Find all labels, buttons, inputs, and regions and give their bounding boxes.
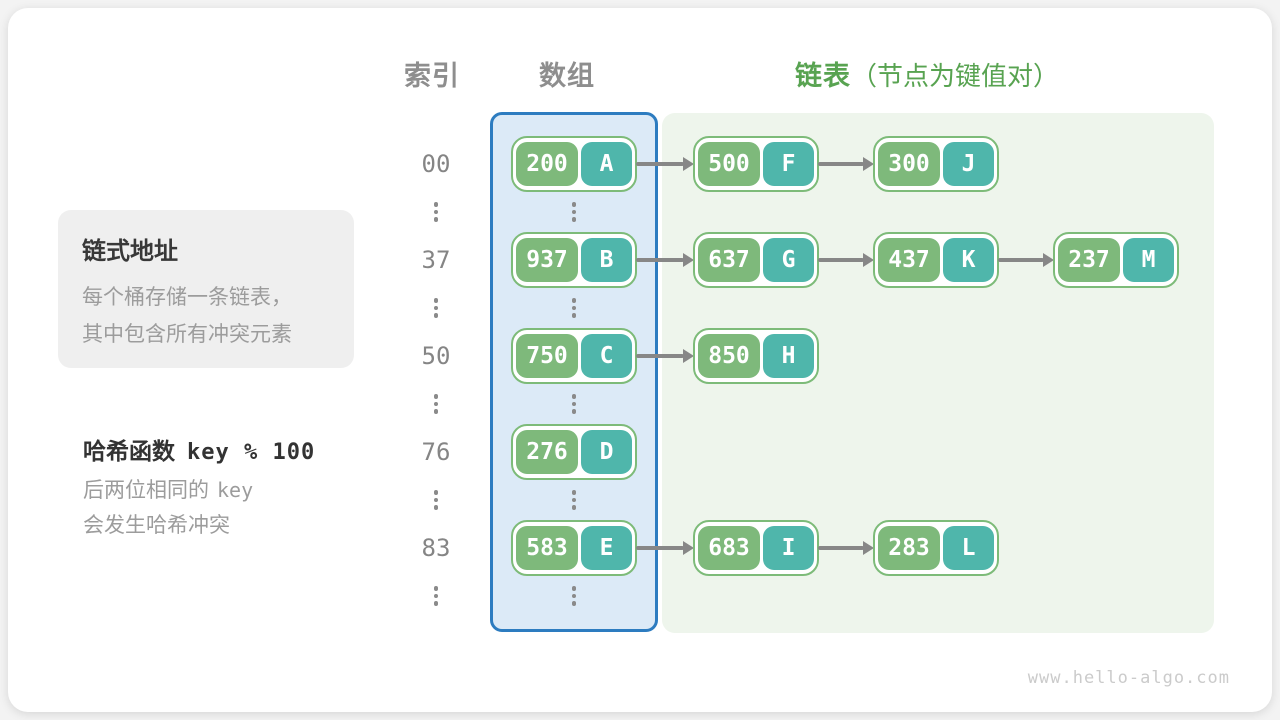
ellipsis-dots-icon [571,490,577,510]
info-box-line: 每个桶存储一条链表， [82,286,292,309]
node-key: 683 [698,526,760,570]
node-key: 583 [516,526,578,570]
arrow-shaft [636,162,684,166]
node-value: D [581,430,632,474]
node-value: C [581,334,632,378]
next-pointer-arrow [636,349,694,363]
list-header-label: 链表 [795,61,851,91]
list-column-header: 链表（节点为键值对） [795,54,1059,93]
key-value-node: 637 G [693,232,819,288]
key-value-node: 276 D [511,424,637,480]
next-pointer-arrow [818,541,874,555]
ellipsis-dots-icon [571,586,577,606]
ellipsis-dots-icon [571,202,577,222]
bucket-index-label: 76 [421,438,451,466]
arrow-shaft [636,546,684,550]
array-column-header: 数组 [539,61,595,91]
node-value: A [581,142,632,186]
arrow-head-icon [683,157,694,171]
watermark: www.hello-algo.com [1027,668,1230,688]
hash-note-line: 后两位相同的 key [83,474,253,504]
ellipsis-dots-icon [433,394,439,414]
node-key: 850 [698,334,760,378]
node-value: I [763,526,814,570]
arrow-shaft [636,258,684,262]
node-key: 437 [878,238,940,282]
node-key: 300 [878,142,940,186]
node-value: M [1123,238,1174,282]
node-value: K [943,238,994,282]
node-key: 500 [698,142,760,186]
next-pointer-arrow [636,253,694,267]
key-value-node: 200 A [511,136,637,192]
node-value: L [943,526,994,570]
arrow-head-icon [863,253,874,267]
ellipsis-dots-icon [433,586,439,606]
index-column-header: 索引 [404,61,460,91]
key-value-node: 937 B [511,232,637,288]
arrow-shaft [818,258,864,262]
key-value-node: 237 M [1053,232,1179,288]
chaining-info-box: 链式地址 每个桶存储一条链表， 其中包含所有冲突元素 [58,210,354,368]
key-value-node: 300 J [873,136,999,192]
arrow-head-icon [683,253,694,267]
node-key: 276 [516,430,578,474]
arrow-head-icon [1043,253,1054,267]
info-box-title: 链式地址 [82,238,178,265]
node-value: G [763,238,814,282]
arrow-shaft [636,354,684,358]
hash-function-label: 哈希函数 key % 100 [83,432,315,466]
arrow-shaft [818,546,864,550]
next-pointer-arrow [636,157,694,171]
hash-note-code: key [217,478,254,502]
key-value-node: 437 K [873,232,999,288]
ellipsis-dots-icon [571,394,577,414]
next-pointer-arrow [998,253,1054,267]
bucket-index-label: 00 [421,150,451,178]
ellipsis-dots-icon [433,202,439,222]
node-value: F [763,142,814,186]
node-key: 637 [698,238,760,282]
hash-function-formula: key % 100 [187,440,316,465]
node-key: 283 [878,526,940,570]
arrow-shaft [998,258,1044,262]
next-pointer-arrow [818,157,874,171]
key-value-node: 750 C [511,328,637,384]
node-key: 937 [516,238,578,282]
arrow-head-icon [863,541,874,555]
key-value-node: 850 H [693,328,819,384]
info-box-line: 其中包含所有冲突元素 [82,323,292,346]
arrow-head-icon [683,349,694,363]
next-pointer-arrow [636,541,694,555]
key-value-node: 283 L [873,520,999,576]
list-header-note: （节点为键值对） [851,61,1060,91]
node-value: H [763,334,814,378]
node-value: E [581,526,632,570]
hash-function-text: 哈希函数 [83,438,175,464]
arrow-head-icon [863,157,874,171]
hash-note-text: 后两位相同的 [83,479,209,502]
bucket-index-label: 37 [421,246,451,274]
node-key: 200 [516,142,578,186]
node-value: J [943,142,994,186]
ellipsis-dots-icon [571,298,577,318]
node-key: 237 [1058,238,1120,282]
key-value-node: 500 F [693,136,819,192]
arrow-head-icon [683,541,694,555]
next-pointer-arrow [818,253,874,267]
key-value-node: 583 E [511,520,637,576]
bucket-index-label: 83 [421,534,451,562]
key-value-node: 683 I [693,520,819,576]
ellipsis-dots-icon [433,298,439,318]
node-value: B [581,238,632,282]
arrow-shaft [818,162,864,166]
hash-note-line: 会发生哈希冲突 [83,514,230,537]
info-box-body: 每个桶存储一条链表， 其中包含所有冲突元素 [82,279,330,353]
ellipsis-dots-icon [433,490,439,510]
node-key: 750 [516,334,578,378]
bucket-index-label: 50 [421,342,451,370]
